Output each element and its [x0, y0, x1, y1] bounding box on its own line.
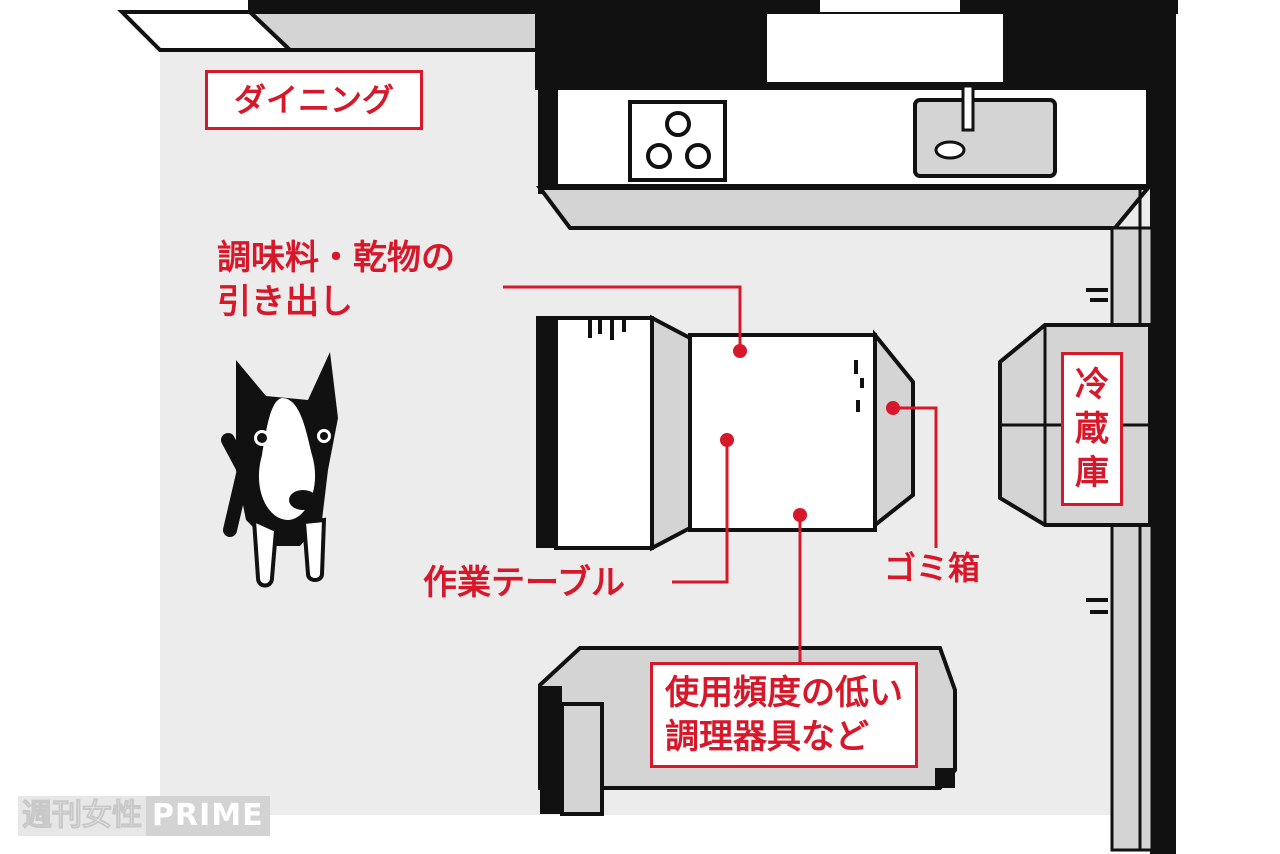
label-seasoning-line1: 調味料・乾物の	[217, 238, 455, 278]
label-rarely-used-tools: 使用頻度の低い 調理器具など	[650, 662, 918, 768]
label-refrigerator-char: 冷	[1075, 365, 1109, 405]
leader-seasoning	[503, 285, 742, 350]
label-rarely-used-line2: 調理器具など	[665, 717, 869, 757]
stove	[628, 100, 727, 182]
dog-nose	[289, 490, 317, 510]
label-dining: ダイニング	[205, 70, 424, 131]
label-refrigerator: 冷 蔵 庫	[1061, 352, 1123, 506]
marker-trash	[886, 401, 900, 415]
work-table	[688, 333, 877, 532]
right-cabinet	[1110, 226, 1154, 852]
drawer-unit	[554, 316, 654, 550]
marker-seasoning	[733, 344, 747, 358]
leader-trash	[893, 406, 938, 548]
window	[763, 10, 1007, 86]
leader-work-table	[672, 440, 729, 584]
drain	[934, 140, 966, 160]
label-seasoning-line2: 引き出し	[217, 282, 353, 322]
label-rarely-used-line1: 使用頻度の低い	[665, 673, 903, 713]
counter-front	[536, 186, 1153, 230]
burner	[685, 143, 711, 169]
label-trash-can: ゴミ箱	[884, 549, 981, 587]
watermark-part1: 週刊女性	[18, 796, 146, 836]
callout-lines	[503, 285, 938, 664]
watermark-part2: PRIME	[146, 796, 270, 836]
label-seasoning-drawer: 調味料・乾物の 引き出し	[217, 236, 455, 324]
label-refrigerator-char: 庫	[1075, 453, 1109, 493]
marker-work-table	[720, 433, 734, 447]
burner	[646, 143, 672, 169]
trash-can	[873, 329, 915, 530]
label-work-table: 作業テーブル	[423, 563, 625, 603]
label-refrigerator-char: 蔵	[1075, 409, 1109, 449]
faucet	[961, 84, 975, 132]
burner	[665, 111, 691, 137]
dog-illustration	[221, 352, 338, 588]
sink	[913, 98, 1057, 178]
watermark-logo: 週刊女性 PRIME	[18, 796, 270, 836]
right-wall	[1150, 0, 1176, 854]
marker-rarely-used	[793, 508, 807, 522]
